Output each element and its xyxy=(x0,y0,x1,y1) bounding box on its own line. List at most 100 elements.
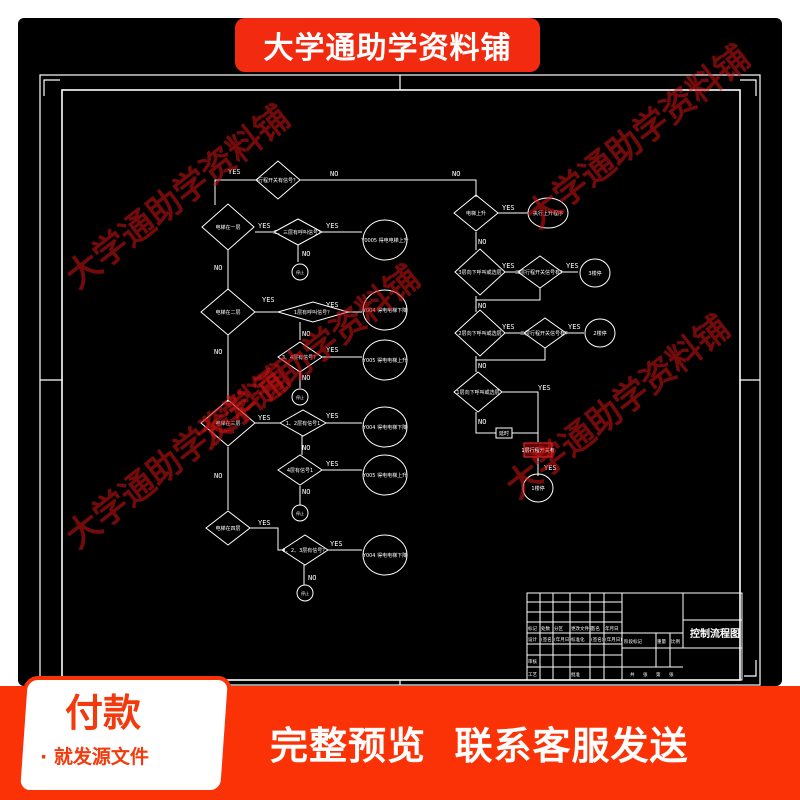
node-label: 停止 xyxy=(301,590,309,596)
cta-text: 完整预览 联系客服发送 xyxy=(270,724,689,768)
decision-node xyxy=(453,371,503,413)
node-label: 停止 xyxy=(296,510,304,516)
yes-label: YES xyxy=(326,460,339,468)
yes-label: YES xyxy=(258,519,271,527)
yes-label: YES xyxy=(330,540,343,548)
yes-label: YES xyxy=(568,323,581,331)
terminal-node xyxy=(362,289,408,331)
tb-label: 张 xyxy=(643,671,648,678)
no-label: NO xyxy=(308,574,316,582)
tb-label: 工艺 xyxy=(528,672,537,678)
node-label: 二、三层有呼叫信号？ xyxy=(273,229,323,236)
process-node xyxy=(495,427,513,439)
yes-label: YES xyxy=(538,384,551,392)
no-label: NO xyxy=(302,374,310,382)
terminal-node xyxy=(362,534,408,576)
yes-label: YES xyxy=(258,414,271,422)
no-label: NO xyxy=(478,302,486,310)
decision-node xyxy=(200,288,256,336)
tb-label: (签名) xyxy=(541,636,554,643)
title-block xyxy=(526,592,743,681)
no-label: NO xyxy=(302,330,310,338)
no-label: NO xyxy=(478,362,486,370)
decision-node xyxy=(205,510,251,546)
tb-label: 标准化 xyxy=(571,636,585,643)
yes-label: YES xyxy=(566,262,579,270)
node-label: 2层向下呼叫或选层 xyxy=(458,330,501,337)
node-label: 4层有信号1 xyxy=(287,467,313,474)
no-label: NO xyxy=(478,418,486,426)
no-label: NO xyxy=(214,348,222,356)
no-label: NO xyxy=(452,170,460,178)
edge-labels: YES NO NO YES YES NO NO YES YES NO YES NO NO YES YES NO… xyxy=(214,168,581,582)
terminal-node xyxy=(291,504,309,522)
no-label: NO xyxy=(478,238,486,246)
tb-label: (年月日) xyxy=(554,636,571,643)
terminal-node xyxy=(362,454,408,496)
node-label: 1、2层有信号1 xyxy=(286,420,321,427)
cad-viewport: 行程开关有信号？电梯在一层二、三层有呼叫信号？Y0005 得电电梯上升停止电梯在… xyxy=(18,18,782,686)
shop-banner: 大学通助学资料铺 xyxy=(235,18,540,72)
node-label: 二层行程开关信号有？ xyxy=(520,330,570,337)
pay-title: 付款 xyxy=(65,691,142,735)
terminal-node xyxy=(579,258,611,288)
decision-node xyxy=(277,341,323,373)
node-label: Y004 得电电梯下降 xyxy=(362,307,407,314)
no-label: NO xyxy=(214,264,222,272)
drawing-frame xyxy=(39,74,761,686)
yes-label: YES xyxy=(326,412,339,420)
tb-label: 重量 xyxy=(657,638,666,645)
terminal-node xyxy=(362,219,408,261)
yes-label: YES xyxy=(262,296,275,304)
node-label: 1楼停 xyxy=(531,485,544,492)
decision-node xyxy=(277,454,323,486)
node-label: 延时 xyxy=(499,430,509,437)
terminal-node xyxy=(522,473,554,503)
decision-node xyxy=(453,194,499,232)
decision-node xyxy=(454,248,506,296)
tb-label: 批准 xyxy=(571,671,580,678)
tb-label: (年月日) xyxy=(605,636,622,643)
terminal-node xyxy=(527,197,569,229)
node-label: 1层行程开关有 xyxy=(521,447,554,454)
node-label: Y0005 得电电梯上升 xyxy=(360,237,408,244)
tb-label: 审核 xyxy=(528,658,537,665)
terminal-node xyxy=(291,263,309,281)
node-label: 1层有呼叫信号？ xyxy=(294,309,332,316)
terminal-node xyxy=(362,406,408,448)
decision-node xyxy=(201,203,255,251)
decision-node xyxy=(523,317,567,349)
tb-label: 分区 xyxy=(554,625,563,632)
yes-label: YES xyxy=(502,323,515,331)
node-label: 停止 xyxy=(296,269,304,275)
node-label: 停止 xyxy=(296,394,304,400)
node-label: 执行上升程序 xyxy=(533,210,563,217)
tb-label: (签名) xyxy=(591,636,604,643)
tb-label: 阶段标记 xyxy=(624,638,642,645)
node-label: 2楼停 xyxy=(593,330,606,337)
node-label: Y005 得电电梯上升 xyxy=(362,472,407,479)
terminal-node xyxy=(296,584,314,602)
yes-label: YES xyxy=(502,204,515,212)
terminal-node xyxy=(362,339,408,381)
node-label: 电梯在四层 xyxy=(215,525,240,532)
node-label: 电梯上升 xyxy=(466,210,486,217)
decision-node xyxy=(276,301,350,323)
node-label: 电梯在三层 xyxy=(215,420,240,427)
tb-label: 签名 xyxy=(591,625,600,632)
no-label: NO xyxy=(302,488,310,496)
no-label: NO xyxy=(330,170,338,178)
terminal-node xyxy=(584,318,616,348)
no-label: NO xyxy=(302,250,310,258)
node-label: Y004 得电电梯下降 xyxy=(362,552,407,559)
tb-label: 共 xyxy=(630,671,635,678)
yes-label: YES xyxy=(326,222,339,230)
tb-label: 处数 xyxy=(541,625,550,632)
yes-label: YES xyxy=(326,346,339,354)
tb-label-mark: 标记 xyxy=(528,625,537,632)
yes-label: YES xyxy=(228,168,241,176)
node-label: 3层向下呼叫或选层 xyxy=(458,269,501,276)
no-label: NO xyxy=(214,472,222,480)
